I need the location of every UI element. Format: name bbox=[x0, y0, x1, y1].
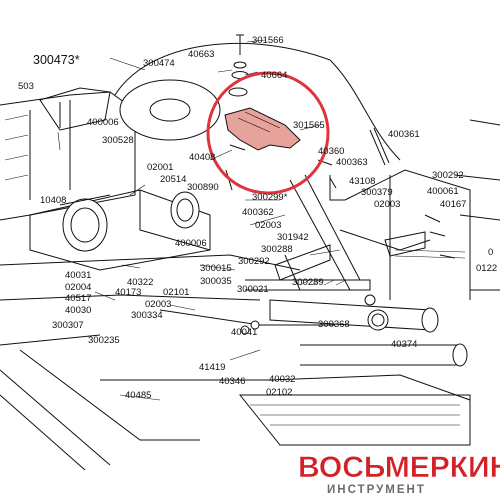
label-300288[interactable]: 300288 bbox=[261, 244, 293, 255]
label-400362[interactable]: 400362 bbox=[242, 207, 274, 218]
label-300015[interactable]: 300015 bbox=[200, 263, 232, 274]
label-503[interactable]: 503 bbox=[18, 81, 34, 92]
label-300292-right[interactable]: 300292 bbox=[432, 170, 464, 181]
label-40408-top[interactable]: 40408 bbox=[189, 152, 215, 163]
part-301565-highlight[interactable] bbox=[206, 71, 330, 195]
brand-name: ВОСЬМЕРКИН bbox=[298, 451, 500, 484]
label-300528[interactable]: 300528 bbox=[102, 135, 134, 146]
label-02003-right[interactable]: 02003 bbox=[374, 199, 400, 210]
label-40374[interactable]: 40374 bbox=[391, 339, 417, 350]
label-300021[interactable]: 300021 bbox=[237, 284, 269, 295]
label-02101[interactable]: 02101 bbox=[163, 287, 189, 298]
label-40041[interactable]: 40041 bbox=[231, 327, 257, 338]
label-43108[interactable]: 43108 bbox=[349, 176, 375, 187]
label-40517[interactable]: 40517 bbox=[65, 293, 91, 304]
label-300035[interactable]: 300035 bbox=[200, 276, 232, 287]
brand-watermark: ВОСЬМЕРКИН ИНСТРУМЕНТ bbox=[298, 451, 500, 496]
label-301565[interactable]: 301565 bbox=[293, 120, 325, 131]
label-300890[interactable]: 300890 bbox=[187, 182, 219, 193]
label-400006-top[interactable]: 400006 bbox=[87, 117, 119, 128]
label-300334[interactable]: 300334 bbox=[131, 310, 163, 321]
label-40664[interactable]: 40664 bbox=[261, 70, 287, 81]
label-300289[interactable]: 300289 bbox=[292, 277, 324, 288]
label-40167[interactable]: 40167 bbox=[440, 199, 466, 210]
label-40030[interactable]: 40030 bbox=[65, 305, 91, 316]
label-300379[interactable]: 300379 bbox=[361, 187, 393, 198]
label-40663[interactable]: 40663 bbox=[188, 49, 214, 60]
highlight-circle bbox=[206, 71, 330, 195]
brand-tagline: ИНСТРУМЕНТ bbox=[327, 484, 426, 496]
label-400363[interactable]: 400363 bbox=[336, 157, 368, 168]
label-301942[interactable]: 301942 bbox=[277, 232, 309, 243]
label-20514[interactable]: 20514 bbox=[160, 174, 186, 185]
label-400006-bottom[interactable]: 400006 bbox=[175, 238, 207, 249]
label-400061[interactable]: 400061 bbox=[427, 186, 459, 197]
label-41419[interactable]: 41419 bbox=[199, 362, 225, 373]
label-40322[interactable]: 40322 bbox=[127, 277, 153, 288]
label-300368[interactable]: 300368 bbox=[318, 319, 350, 330]
label-300473[interactable]: 300473* bbox=[33, 53, 80, 67]
label-02102[interactable]: 02102 bbox=[266, 387, 292, 398]
label-400361[interactable]: 400361 bbox=[388, 129, 420, 140]
label-40360[interactable]: 40360 bbox=[318, 146, 344, 157]
label-40032[interactable]: 40032 bbox=[269, 374, 295, 385]
label-0122[interactable]: 0122 bbox=[476, 263, 497, 274]
part-labels: 300473* 301566 300474 40663 40664 503 40… bbox=[18, 35, 497, 401]
label-40173[interactable]: 40173 bbox=[115, 287, 141, 298]
label-02001[interactable]: 02001 bbox=[147, 162, 173, 173]
label-40485[interactable]: 40485 bbox=[125, 390, 151, 401]
label-300292-mid[interactable]: 300292 bbox=[238, 256, 270, 267]
label-edge-0[interactable]: 0 bbox=[488, 247, 493, 258]
label-301566[interactable]: 301566 bbox=[252, 35, 284, 46]
label-300307[interactable]: 300307 bbox=[52, 320, 84, 331]
label-40346[interactable]: 40346 bbox=[219, 376, 245, 387]
label-02003-mid[interactable]: 02003 bbox=[255, 220, 281, 231]
machine-body-lines bbox=[0, 34, 500, 471]
label-300235[interactable]: 300235 bbox=[88, 335, 120, 346]
label-300474[interactable]: 300474 bbox=[143, 58, 175, 69]
label-10408[interactable]: 10408 bbox=[40, 195, 66, 206]
label-02004[interactable]: 02004 bbox=[65, 282, 91, 293]
label-300299[interactable]: 300299* bbox=[252, 192, 288, 203]
label-40031[interactable]: 40031 bbox=[65, 270, 91, 281]
label-02003-left[interactable]: 02003 bbox=[145, 299, 171, 310]
